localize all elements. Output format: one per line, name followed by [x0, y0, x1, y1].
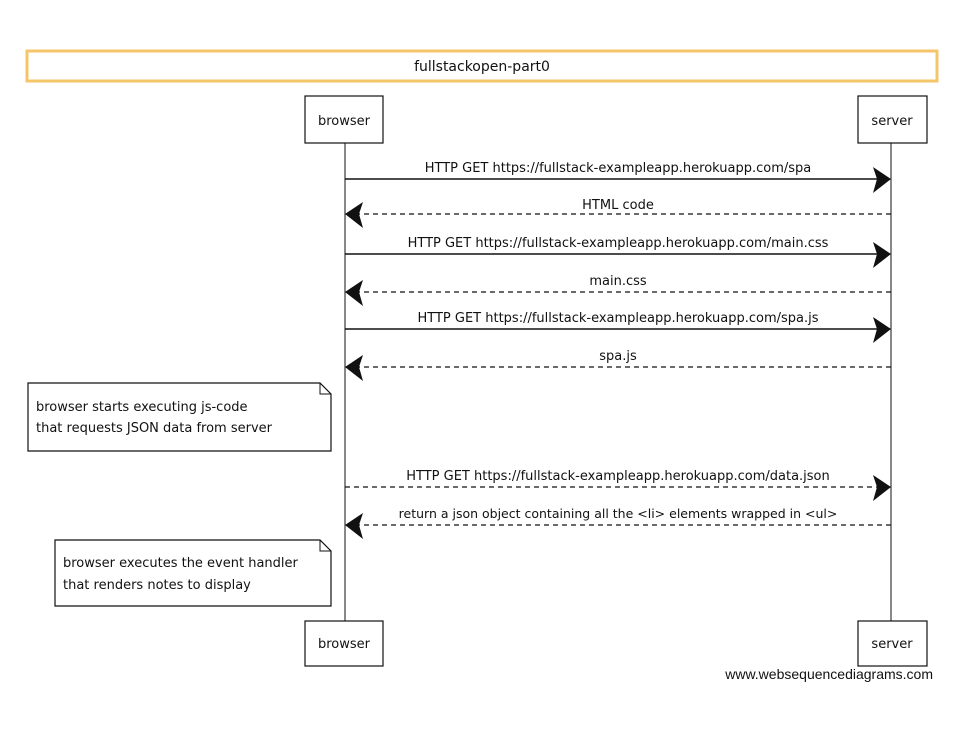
message-1-label: HTTP GET https://fullstack-exampleapp.he… — [425, 161, 812, 176]
diagram-title: fullstackopen-part0 — [414, 59, 550, 75]
title-box — [25, 49, 939, 83]
participant-browser-label: browser — [318, 637, 371, 652]
message-1: HTTP GET https://fullstack-exampleapp.he… — [345, 161, 891, 193]
message-4-label: main.css — [589, 274, 647, 289]
note-2: browser executes the event handler that … — [54, 539, 332, 607]
message-5: HTTP GET https://fullstack-exampleapp.he… — [345, 311, 891, 343]
participant-browser-top: browser — [304, 95, 384, 144]
message-7: HTTP GET https://fullstack-exampleapp.he… — [345, 469, 891, 501]
note-1: browser starts executing js-code that re… — [27, 382, 332, 452]
note-2-line-1: browser executes the event handler — [63, 556, 299, 571]
participant-server-bottom: server — [857, 620, 928, 667]
note-1-line-1: browser starts executing js-code — [36, 400, 248, 415]
message-7-label: HTTP GET https://fullstack-exampleapp.he… — [406, 469, 830, 484]
message-2: HTML code — [345, 198, 891, 228]
message-3-label: HTTP GET https://fullstack-exampleapp.he… — [408, 236, 829, 251]
note-1-line-2: that requests JSON data from server — [36, 421, 273, 436]
message-6-label: spa.js — [599, 349, 637, 364]
message-4: main.css — [345, 274, 891, 306]
message-5-label: HTTP GET https://fullstack-exampleapp.he… — [417, 311, 818, 326]
participant-server-label: server — [871, 637, 913, 652]
message-8-label: return a json object containing all the … — [399, 506, 838, 521]
participant-server-top: server — [857, 95, 928, 144]
message-8: return a json object containing all the … — [345, 506, 891, 539]
participant-browser-bottom: browser — [304, 620, 384, 667]
message-6: spa.js — [345, 349, 891, 381]
participant-browser-label: browser — [318, 114, 371, 129]
participant-server-label: server — [871, 114, 913, 129]
message-3: HTTP GET https://fullstack-exampleapp.he… — [345, 236, 891, 268]
credit-text: www.websequencediagrams.com — [725, 666, 933, 682]
message-2-label: HTML code — [582, 198, 654, 213]
note-2-line-2: that renders notes to display — [63, 578, 251, 593]
